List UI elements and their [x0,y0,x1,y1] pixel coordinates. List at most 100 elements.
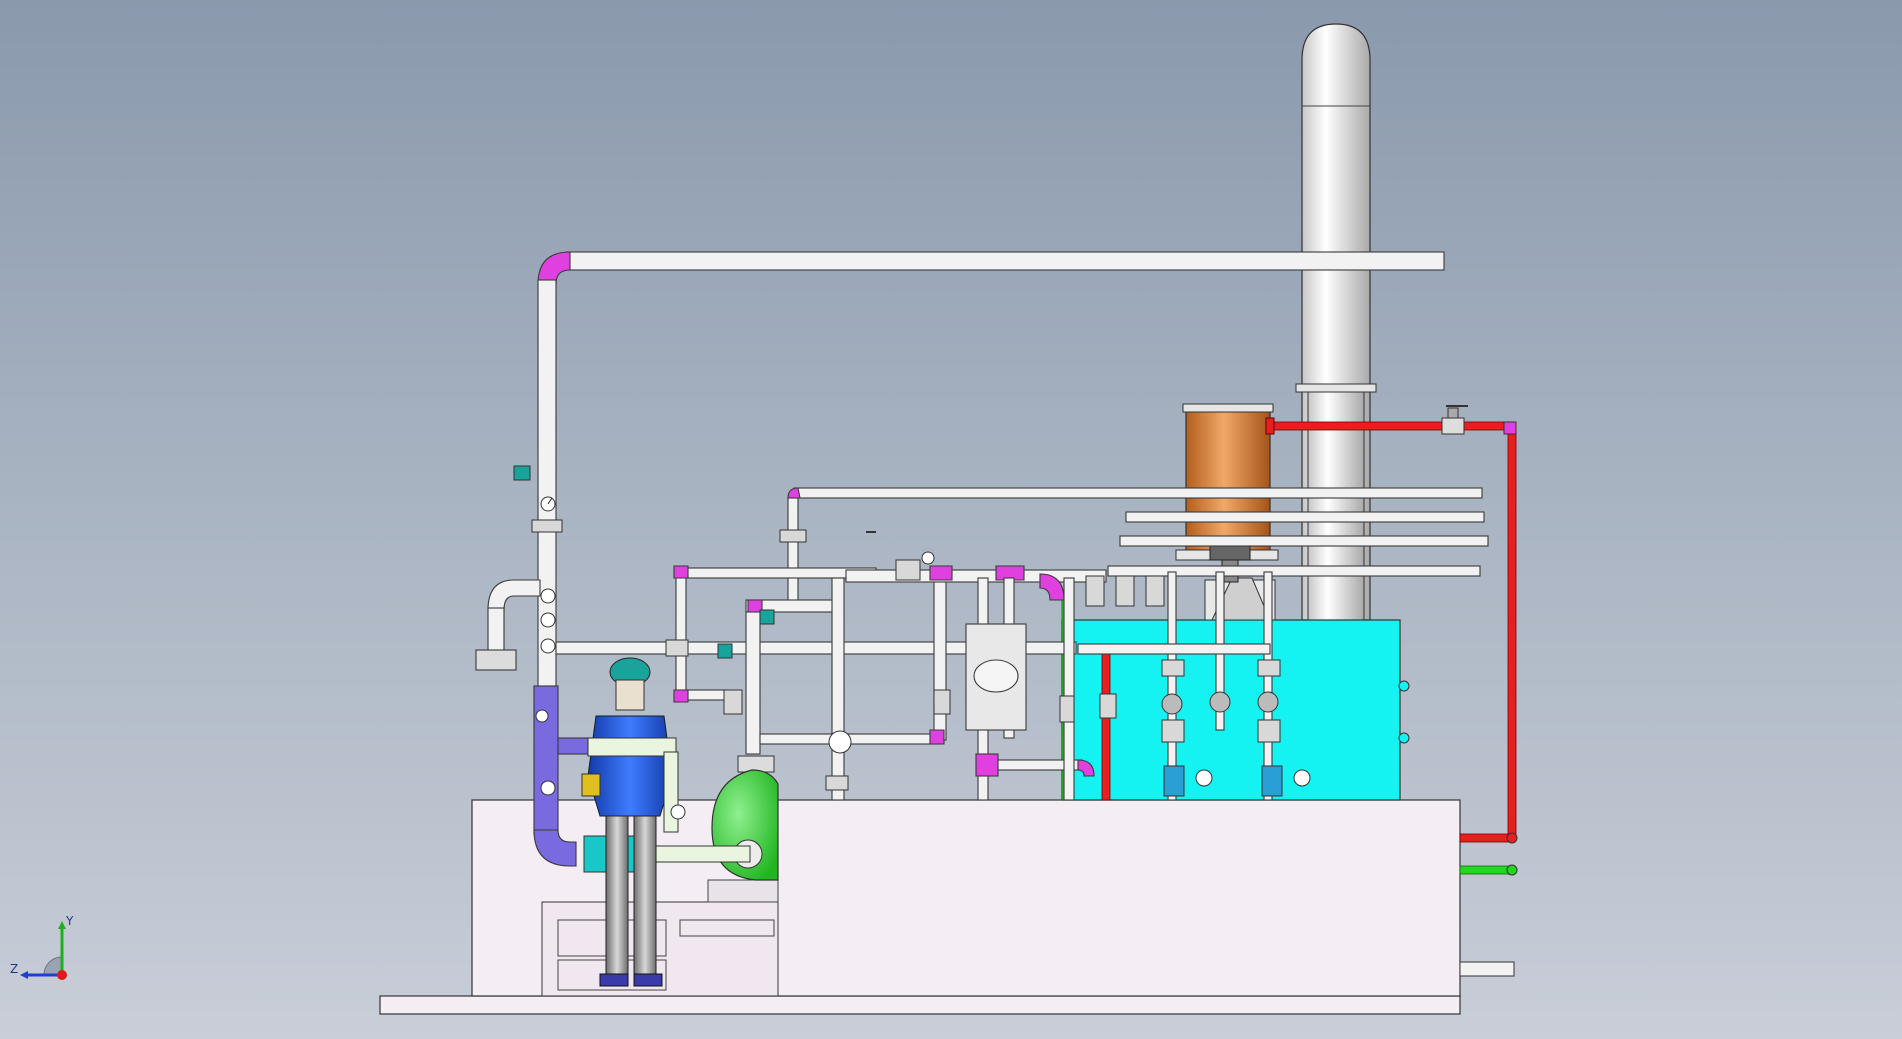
upper-branch-pipe[interactable] [793,487,1483,499]
gauge-icon-3[interactable] [535,709,549,723]
axis-triad: Y Z [10,915,74,980]
flow-sensor-2[interactable] [1261,765,1283,797]
green-line-horizontal[interactable] [1459,865,1513,875]
loop-left-pipe[interactable] [675,569,687,701]
x-axis-dot-icon [57,970,67,980]
heat-exchanger-vessel[interactable] [1175,403,1279,583]
valve-riser-gauge-block[interactable] [531,519,563,533]
flowmeter-face [973,659,1019,693]
upper-branch-pipe-3[interactable] [1119,535,1489,547]
manifold-elbow-3 [1039,573,1065,601]
tank-valve-body-4[interactable] [1257,719,1281,743]
worker-arm-right [663,751,679,833]
tee-ring-icon [828,730,852,754]
loop-top-elbow-icon [673,565,689,579]
valve-mid-3[interactable] [779,529,807,543]
upper-branch-pipe-2[interactable] [1125,511,1485,523]
left-panel-pipe[interactable] [1077,643,1271,655]
valve-manifold-gauge-icon[interactable] [921,551,935,565]
copper-shell[interactable] [1185,407,1271,555]
worker-shoe-right [633,973,663,987]
tank-hopper-cone [1211,577,1271,621]
worker-leg-right [633,815,657,977]
valve-manifold-1[interactable] [895,559,921,581]
pressure-gauge-icon-2[interactable] [540,612,556,628]
red-line-flange [1265,417,1275,435]
left-drop-valve[interactable] [475,649,517,671]
red-line-valve-icon[interactable] [1441,405,1468,435]
upper-branch-pipe-4[interactable] [1107,565,1481,577]
valve-panel-4[interactable] [1059,695,1075,723]
green-line-end-cap [1506,864,1518,876]
valve-panel-1[interactable] [1085,575,1105,607]
teal-valve-icon-2[interactable] [717,643,733,659]
pump-suction-riser[interactable] [745,603,761,755]
top-elbow-icon [537,251,571,285]
right-loop-vertical-2[interactable] [933,579,947,741]
red-line-tank-side[interactable] [1101,651,1111,801]
tank-valve-body-1[interactable] [1161,659,1185,677]
burner-head [1209,545,1251,561]
riser-bottom-elbow [533,829,577,867]
flow-sensor-dial-icon-2 [1293,769,1311,787]
teal-valve-icon-3[interactable] [759,609,775,625]
valve-loop-1[interactable] [933,689,951,715]
worker-torso [587,715,673,817]
riser-port-icon-2 [540,780,556,796]
valve-mid-2[interactable] [723,689,743,715]
upper-branch-drop[interactable] [787,497,799,611]
tank-valve-ball-1[interactable] [1161,693,1183,715]
pump-base-plate [707,879,779,903]
right-loop-vertical[interactable] [831,577,845,801]
y-axis-label: Y [65,915,74,928]
operator-figure [581,657,686,987]
exhaust-stack[interactable] [1295,23,1377,621]
tank-feed-pipe-3[interactable] [1263,571,1273,801]
drain-stub-pipe[interactable] [1459,961,1515,977]
worker-gauge-icon [670,804,686,820]
tank-valve-ball-2[interactable] [1209,691,1231,713]
red-line-horizontal-top[interactable] [1269,421,1515,431]
hot-water-line[interactable] [1101,405,1518,844]
manifold-elbow-1 [929,565,953,581]
tank-side-port-2 [1398,732,1410,744]
valve-loop-2[interactable] [825,775,849,791]
worker-face [615,679,645,711]
valve-group[interactable] [513,465,1311,797]
worker-shoe-left [599,973,629,987]
riser-port-icon [540,638,556,654]
upper-branch-elbow-icon [787,487,801,499]
top-header-pipe[interactable] [565,251,1445,271]
tank-feed-pipe-1[interactable] [1167,571,1177,801]
valve-panel-3[interactable] [1145,575,1165,607]
tank-side-port-1 [1398,680,1410,692]
riser-purple[interactable] [533,685,559,835]
valve-mid-1[interactable] [665,639,689,657]
tank-valve-ball-3[interactable] [1257,691,1279,713]
z-arrow-head-icon [20,971,28,979]
flow-sensor-1[interactable] [1163,765,1185,797]
z-axis-label: Z [10,962,18,976]
pipe-network[interactable] [475,251,1489,867]
loop-bottom-elbow-icon [673,689,689,703]
stack-collar [1295,383,1377,393]
left-panel-pipe-vertical[interactable] [1063,577,1075,801]
worker-leg-left [605,815,629,977]
red-line-horizontal-bottom[interactable] [1459,833,1513,843]
skid-bottom-rail[interactable] [379,995,1461,1015]
magenta-tee[interactable] [975,753,999,777]
flow-sensor-dial-icon [1195,769,1213,787]
tank-valve-body-3[interactable] [1161,719,1185,743]
left-drop-pipe[interactable] [487,607,505,653]
red-line-vertical[interactable] [1507,425,1517,841]
valve-panel-2[interactable] [1115,575,1135,607]
sight-glass-icon [540,588,556,604]
teal-valve-icon[interactable] [513,465,531,481]
red-line-elbow-icon [1503,421,1517,435]
main-riser-pipe[interactable] [537,279,557,691]
tank-valve-body-2[interactable] [1257,659,1281,677]
valve-panel-5[interactable] [1099,693,1117,719]
worker-hand-tool [581,773,601,797]
